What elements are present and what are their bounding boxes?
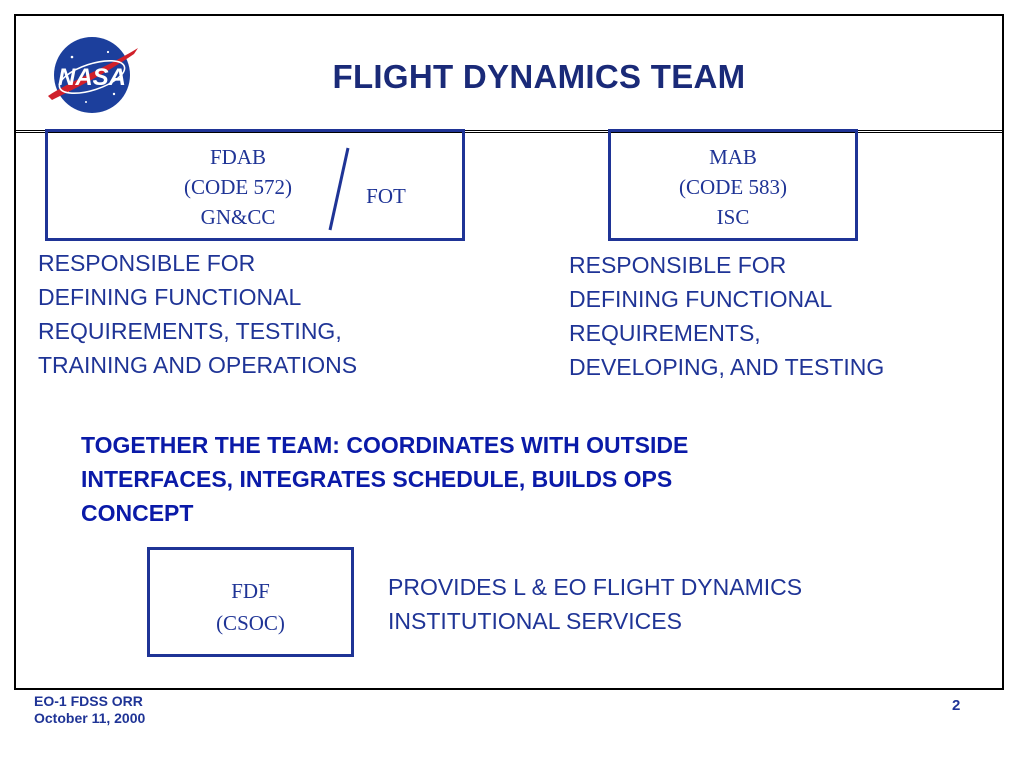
fdf-services-line: PROVIDES L & EO FLIGHT DYNAMICS — [388, 574, 803, 600]
fdab-name: FDAB — [209, 145, 267, 169]
team-summary-line: TOGETHER THE TEAM: COORDINATES WITH OUTS… — [81, 432, 689, 458]
nasa-logo-icon: NASA — [48, 37, 138, 113]
slash-divider — [328, 147, 350, 231]
mab-name: MAB — [709, 145, 757, 169]
fdab-code: (CODE 572) — [184, 175, 292, 199]
mab-resp-line: REQUIREMENTS, — [569, 320, 761, 346]
footer-info: EO-1 FDSS ORR October 11, 2000 — [34, 693, 145, 727]
fdf-services-line: INSTITUTIONAL SERVICES — [388, 608, 682, 634]
page-number: 2 — [952, 697, 961, 714]
fdf-box-text: FDF (CSOC) — [150, 575, 351, 639]
team-summary-line: CONCEPT — [81, 500, 194, 526]
mab-resp-line: DEVELOPING, AND TESTING — [569, 354, 885, 380]
fdab-resp-line: RESPONSIBLE FOR — [38, 250, 256, 276]
fdab-resp-line: DEFINING FUNCTIONAL — [38, 284, 302, 310]
nasa-logo-text: NASA — [58, 64, 126, 91]
footer-date: October 11, 2000 — [34, 710, 146, 726]
fdab-box-text: FDAB (CODE 572) GN&CC — [158, 142, 318, 232]
fdab-responsibilities: RESPONSIBLE FOR DEFINING FUNCTIONAL REQU… — [38, 246, 357, 382]
mab-box-text: MAB (CODE 583) ISC — [611, 142, 855, 232]
footer-project: EO-1 FDSS ORR — [34, 693, 143, 709]
mab-box: MAB (CODE 583) ISC — [608, 129, 858, 241]
team-summary: TOGETHER THE TEAM: COORDINATES WITH OUTS… — [81, 428, 881, 530]
fdf-name: FDF — [231, 579, 270, 603]
fot-label: FOT — [366, 184, 406, 208]
fdab-group: GN&CC — [200, 205, 276, 229]
fdf-services: PROVIDES L & EO FLIGHT DYNAMICS INSTITUT… — [388, 570, 802, 638]
fdf-box: FDF (CSOC) — [147, 547, 354, 657]
fdab-resp-line: REQUIREMENTS, TESTING, — [38, 318, 342, 344]
fdab-resp-line: TRAINING AND OPERATIONS — [38, 352, 358, 378]
mab-group: ISC — [716, 205, 750, 229]
slide-frame: NASA FLIGHT DYNAMICS TEAM — [14, 14, 1004, 690]
page-title: FLIGHT DYNAMICS TEAM — [332, 58, 746, 95]
title-band: NASA FLIGHT DYNAMICS TEAM — [16, 16, 1002, 133]
mab-responsibilities: RESPONSIBLE FOR DEFINING FUNCTIONAL REQU… — [569, 248, 884, 384]
mab-resp-line: RESPONSIBLE FOR — [569, 252, 787, 278]
team-summary-line: INTERFACES, INTEGRATES SCHEDULE, BUILDS … — [81, 466, 673, 492]
mab-code: (CODE 583) — [679, 175, 787, 199]
mab-resp-line: DEFINING FUNCTIONAL — [569, 286, 833, 312]
fdab-box: FDAB (CODE 572) GN&CC FOT — [45, 129, 465, 241]
fdf-org: (CSOC) — [216, 611, 285, 635]
